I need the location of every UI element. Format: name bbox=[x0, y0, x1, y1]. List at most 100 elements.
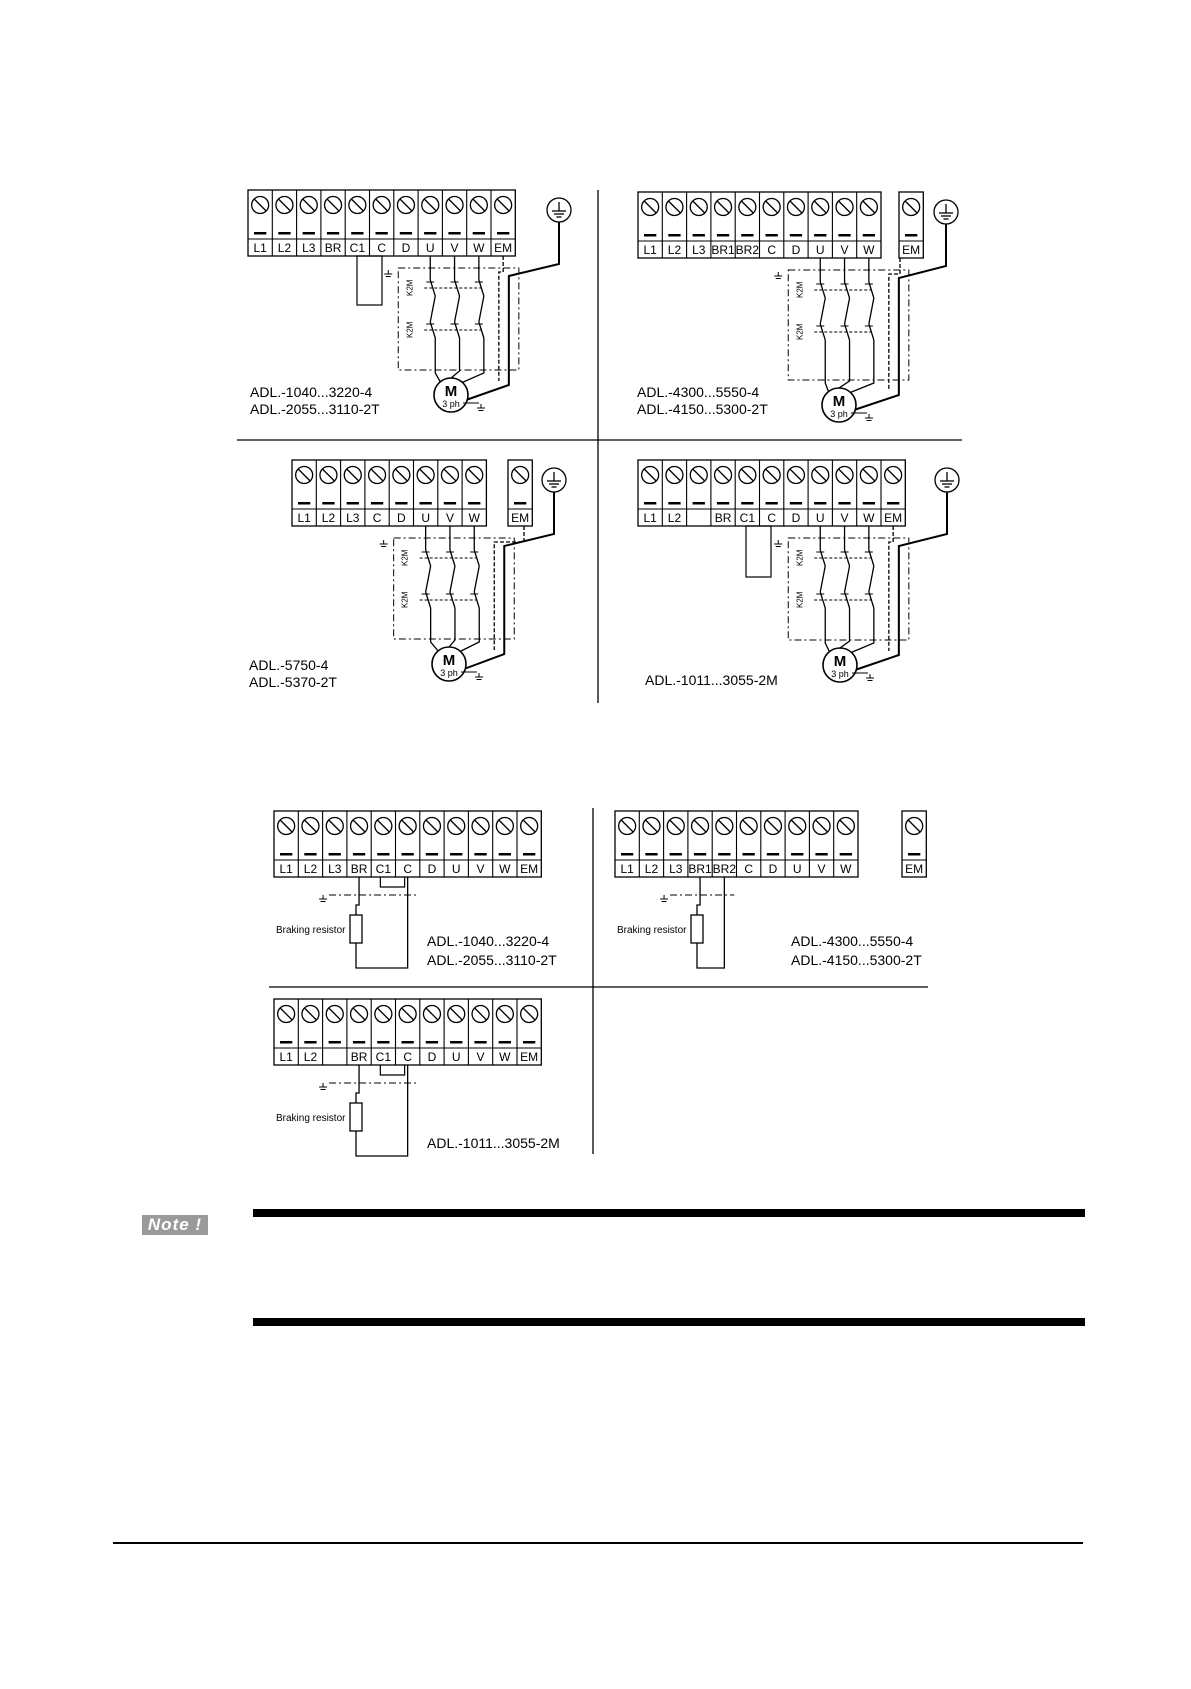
wire bbox=[448, 608, 456, 648]
wire bbox=[355, 877, 360, 915]
terminal-label: BR1 bbox=[688, 862, 712, 876]
terminal-label: L1 bbox=[253, 241, 267, 255]
wire bbox=[843, 297, 851, 325]
terminal-screw-icon bbox=[738, 465, 757, 485]
terminal-screw-icon bbox=[641, 465, 660, 485]
wire bbox=[279, 819, 293, 833]
wire bbox=[399, 198, 413, 212]
ground-icon bbox=[379, 540, 388, 547]
terminal-screw-icon bbox=[689, 197, 708, 217]
terminal-label: L1 bbox=[297, 511, 311, 525]
wire bbox=[498, 256, 504, 381]
wire bbox=[443, 468, 457, 482]
terminal-screw-icon bbox=[690, 816, 710, 836]
terminal-label: C bbox=[403, 862, 412, 876]
terminal-marker bbox=[669, 853, 682, 856]
terminal-marker bbox=[645, 853, 658, 856]
terminal-screw-icon bbox=[835, 465, 854, 485]
terminal-label: C bbox=[403, 1050, 412, 1064]
wire bbox=[667, 468, 681, 482]
wire bbox=[401, 1007, 415, 1021]
terminal-label: U bbox=[793, 862, 802, 876]
terminal-screw-icon bbox=[689, 465, 708, 485]
footer-rule bbox=[113, 1542, 1083, 1544]
terminal-label: V bbox=[841, 243, 849, 257]
wire bbox=[496, 198, 510, 212]
terminal-screw-icon bbox=[511, 465, 530, 485]
wire bbox=[643, 468, 657, 482]
terminal-screw-icon bbox=[665, 465, 684, 485]
model-label: ADL.-2055...3110-2T bbox=[427, 952, 557, 968]
terminal-screw-icon bbox=[905, 816, 924, 836]
ground-icon bbox=[477, 404, 485, 411]
terminal-marker bbox=[468, 502, 481, 505]
terminal-label: D bbox=[428, 862, 437, 876]
wire bbox=[434, 338, 442, 384]
wire bbox=[838, 340, 851, 389]
terminal-screw-icon bbox=[859, 465, 878, 485]
terminal-label: D bbox=[402, 241, 411, 255]
terminal-label: V bbox=[477, 862, 485, 876]
terminal-marker bbox=[328, 853, 341, 856]
wire bbox=[425, 591, 432, 609]
terminal-label: L3 bbox=[346, 511, 360, 525]
terminal-screw-icon bbox=[276, 816, 296, 836]
wire bbox=[376, 1007, 390, 1021]
wire bbox=[429, 608, 440, 653]
terminal-marker bbox=[448, 232, 461, 235]
terminal-label: BR2 bbox=[713, 862, 737, 876]
shield-box bbox=[393, 537, 515, 640]
wire bbox=[321, 468, 335, 482]
wire bbox=[904, 200, 918, 214]
wire bbox=[513, 468, 527, 482]
wire bbox=[449, 1007, 463, 1021]
terminal-screw-icon bbox=[713, 197, 733, 217]
terminal-screw-icon bbox=[445, 195, 464, 215]
terminal-marker bbox=[523, 1041, 536, 1044]
terminal-screw-icon bbox=[367, 465, 387, 485]
wire bbox=[716, 200, 730, 214]
terminal-screw-icon bbox=[520, 816, 539, 836]
wire bbox=[717, 819, 731, 833]
terminal-marker bbox=[425, 1041, 439, 1044]
terminal-screw-icon bbox=[762, 197, 781, 217]
contactor bbox=[424, 279, 485, 297]
terminal-label: C1 bbox=[376, 862, 392, 876]
terminal-label: U bbox=[816, 243, 825, 257]
wire bbox=[352, 1007, 366, 1021]
terminal-screw-icon bbox=[884, 465, 903, 485]
terminal-screw-icon bbox=[349, 1004, 369, 1024]
terminal-label: C bbox=[744, 862, 753, 876]
contactor bbox=[419, 549, 480, 567]
terminal-marker bbox=[498, 1041, 511, 1044]
wire bbox=[429, 321, 436, 339]
wire bbox=[474, 819, 488, 833]
motor-phase-label: 3 ph bbox=[831, 669, 849, 679]
terminal-marker bbox=[716, 502, 730, 505]
terminal-screw-icon bbox=[421, 195, 440, 215]
wire bbox=[379, 1065, 406, 1076]
terminal-marker bbox=[765, 234, 778, 237]
contactor bbox=[419, 591, 480, 609]
wire bbox=[692, 200, 706, 214]
terminal-block-frame bbox=[637, 459, 906, 527]
terminal-screw-icon bbox=[520, 1004, 539, 1024]
terminal-marker bbox=[278, 232, 291, 235]
wire bbox=[888, 526, 894, 651]
wire bbox=[696, 877, 701, 915]
terminal-label: C1 bbox=[376, 1050, 392, 1064]
wire bbox=[742, 819, 756, 833]
terminal-marker bbox=[668, 502, 681, 505]
wire bbox=[522, 819, 536, 833]
ground-icon bbox=[319, 895, 328, 902]
terminal-marker bbox=[716, 234, 730, 237]
wire bbox=[669, 819, 683, 833]
terminal-screw-icon bbox=[495, 816, 515, 836]
terminal-screw-icon bbox=[440, 465, 460, 485]
motor-circle bbox=[431, 646, 467, 682]
